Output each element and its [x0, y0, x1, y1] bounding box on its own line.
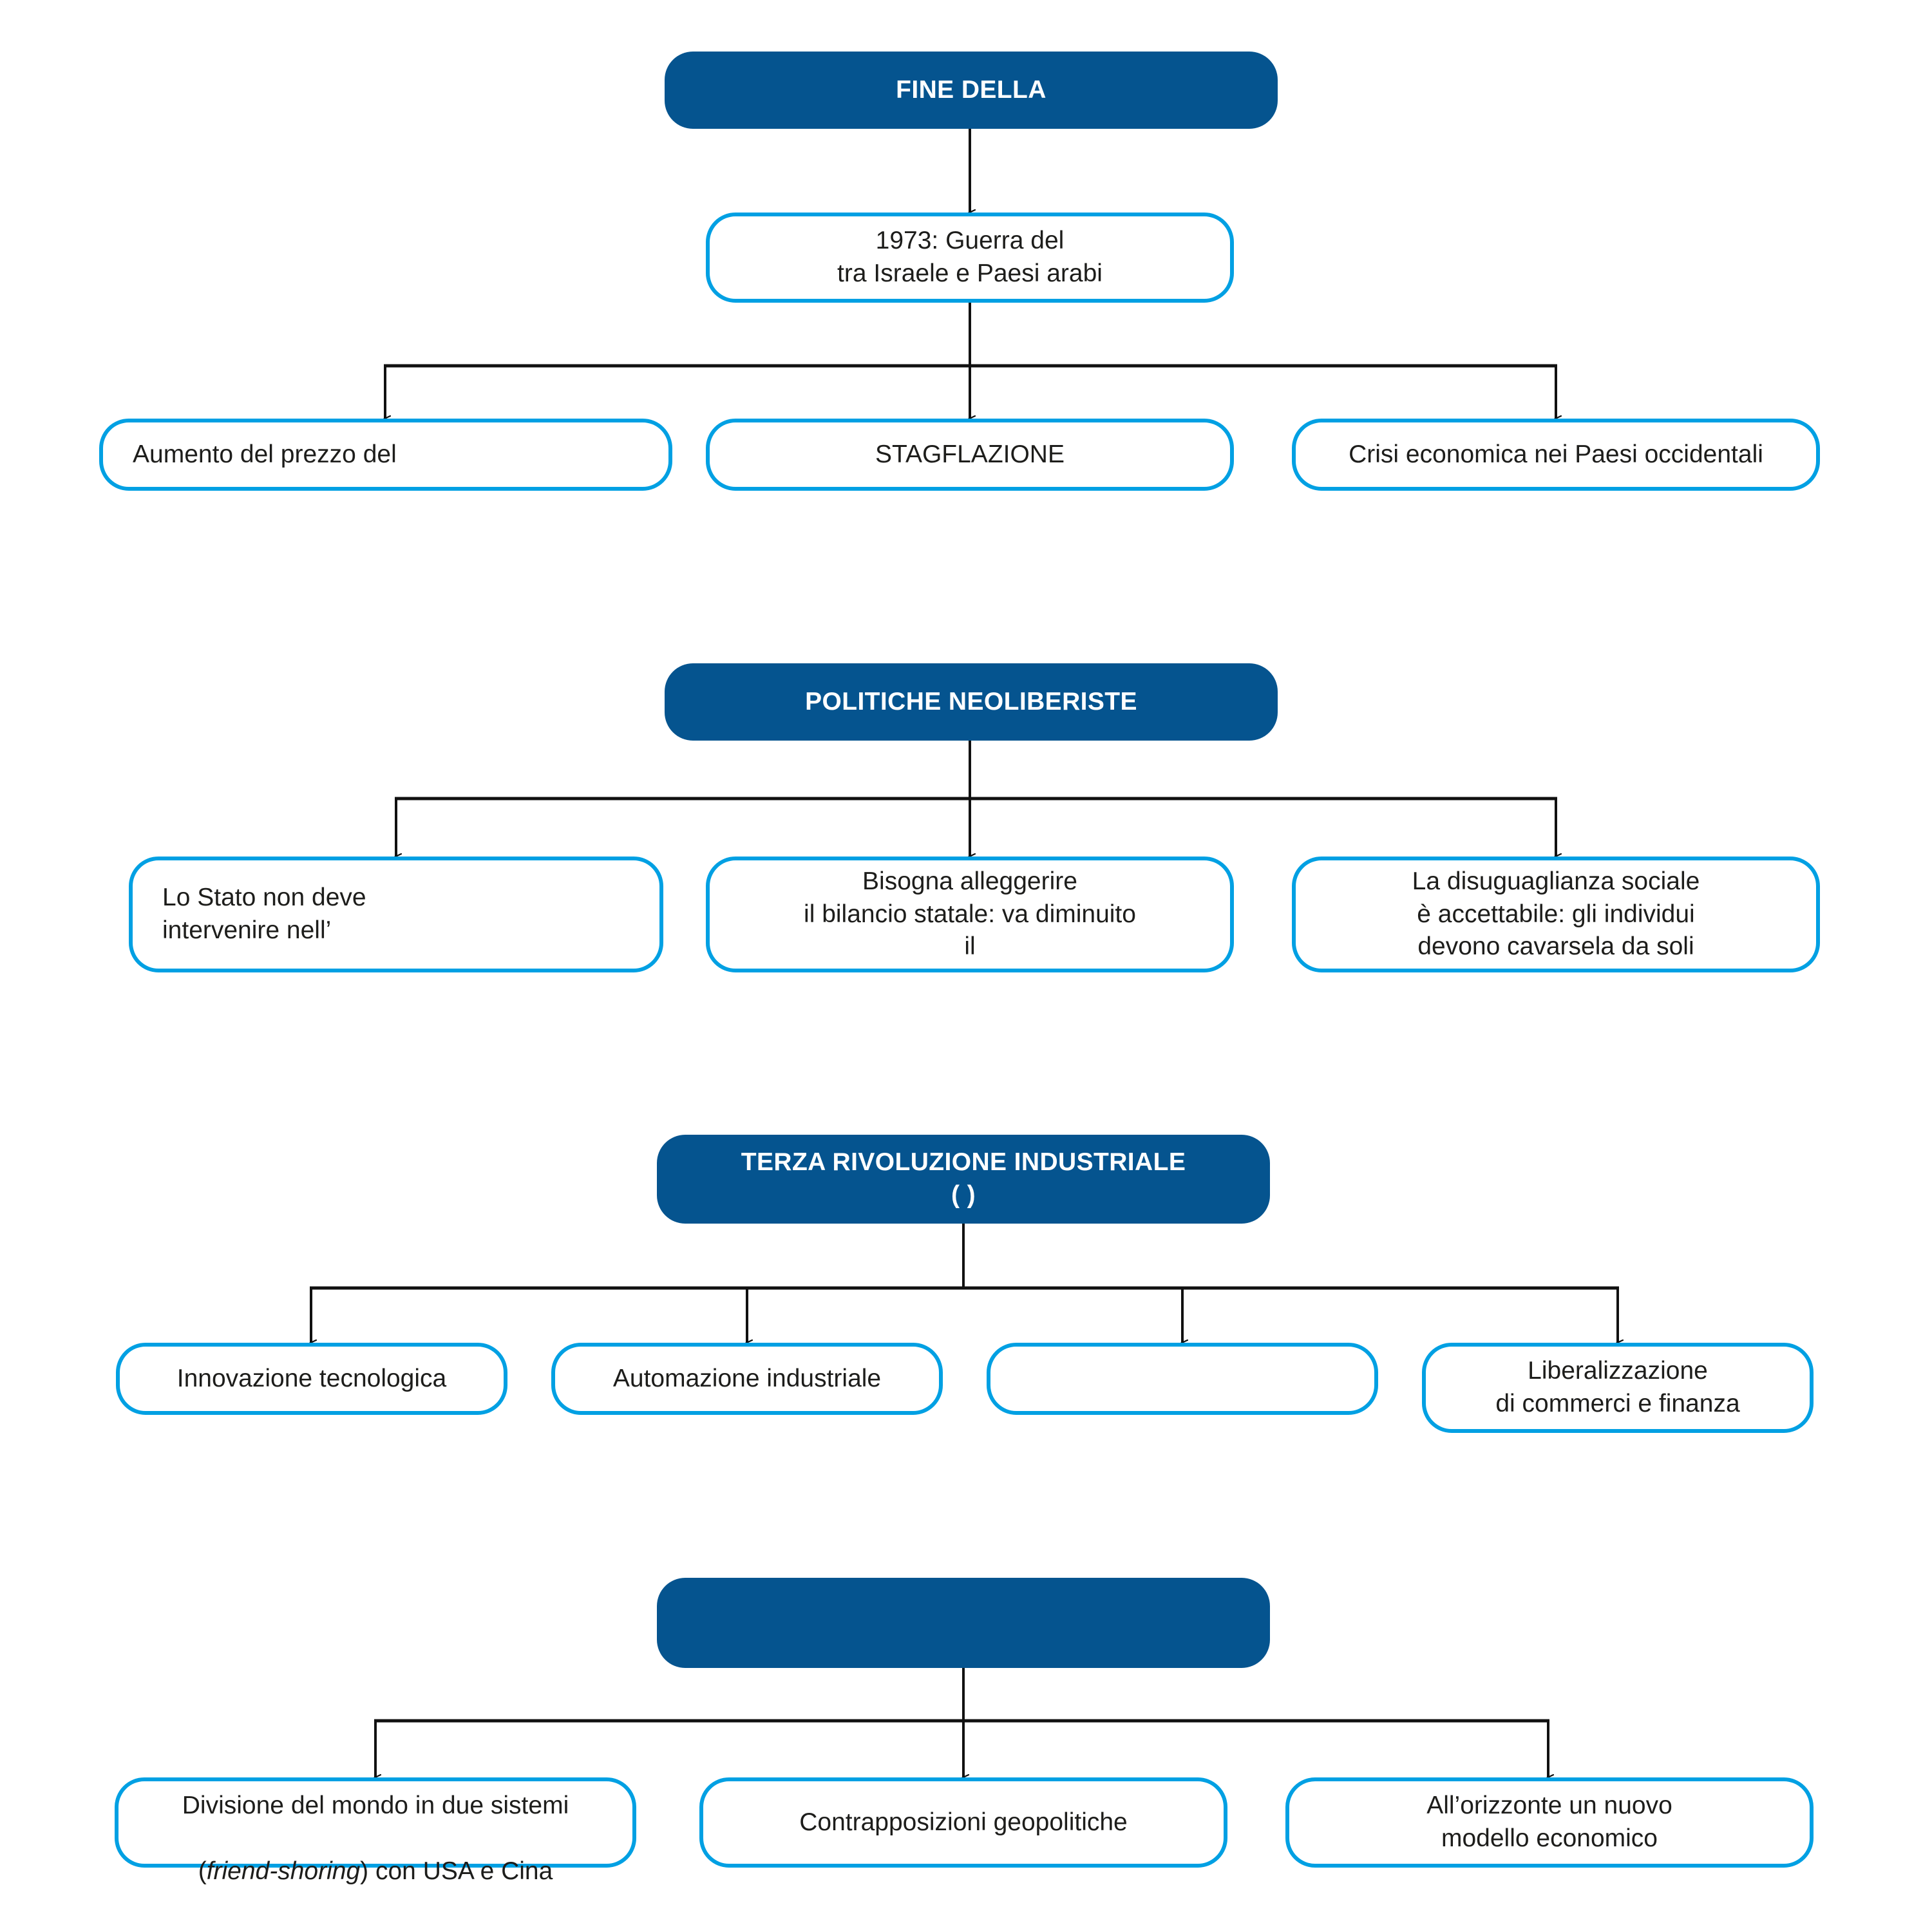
section-4-child-3[interactable]: All’orizzonte un nuovo modello economico	[1285, 1777, 1814, 1868]
section-1-intermediate-node[interactable]: 1973: Guerra del tra Israele e Paesi ara…	[706, 213, 1234, 303]
section-3-child-4-label: Liberalizzazione di commerci e finanza	[1495, 1357, 1740, 1417]
section-2-header[interactable]: POLITICHE NEOLIBERISTE	[665, 663, 1278, 741]
section-1-child-1-label: Aumento del prezzo del	[133, 440, 397, 468]
section-1-child-3-label: Crisi economica nei Paesi occidentali	[1349, 440, 1763, 468]
section-1-child-2-label: STAGFLAZIONE	[875, 440, 1065, 468]
section-4-header[interactable]	[657, 1578, 1270, 1668]
section-3-child-2-label: Automazione industriale	[612, 1364, 882, 1392]
section-1-intermediate-label: 1973: Guerra del tra Israele e Paesi ara…	[837, 227, 1103, 287]
section-1-header-label: FINE DELLA	[896, 75, 1046, 104]
section-4-child-1-line2-post: ) con USA e Cina	[360, 1857, 553, 1885]
section-1-child-1[interactable]: Aumento del prezzo del	[99, 419, 672, 491]
section-2-child-2-label: Bisogna alleggerire il bilancio statale:…	[804, 867, 1136, 961]
section-4-child-3-label: All’orizzonte un nuovo modello economico	[1426, 1792, 1672, 1852]
section-4-child-2-label: Contrapposizioni geopolitiche	[799, 1808, 1128, 1836]
section-2-child-2[interactable]: Bisogna alleggerire il bilancio statale:…	[706, 857, 1234, 972]
section-3-header[interactable]: TERZA RIVOLUZIONE INDUSTRIALE ( )	[657, 1135, 1270, 1224]
section-1-child-3[interactable]: Crisi economica nei Paesi occidentali	[1292, 419, 1820, 491]
section-3-child-1-label: Innovazione tecnologica	[176, 1364, 447, 1392]
section-3-child-1[interactable]: Innovazione tecnologica	[116, 1343, 507, 1415]
section-4-child-1-line2-pre: (	[198, 1857, 207, 1885]
section-1-header[interactable]: FINE DELLA	[665, 52, 1278, 129]
section-2-header-label: POLITICHE NEOLIBERISTE	[805, 687, 1137, 715]
section-3-header-label: TERZA RIVOLUZIONE INDUSTRIALE ( )	[741, 1148, 1186, 1209]
section-3-child-4[interactable]: Liberalizzazione di commerci e finanza	[1422, 1343, 1814, 1433]
section-4-child-2[interactable]: Contrapposizioni geopolitiche	[699, 1777, 1227, 1868]
section-2-child-3-label: La disuguaglianza sociale è accettabile:…	[1412, 867, 1700, 961]
section-2-child-3[interactable]: La disuguaglianza sociale è accettabile:…	[1292, 857, 1820, 972]
section-4-child-1-line-1: Divisione del mondo in due sistemi	[182, 1792, 569, 1820]
section-4-child-1-line2-italic: friend-shoring	[206, 1857, 361, 1885]
section-3-child-2[interactable]: Automazione industriale	[551, 1343, 943, 1415]
section-2-child-1[interactable]: Lo Stato non deve intervenire nell’	[129, 857, 663, 972]
section-2-child-1-label: Lo Stato non deve intervenire nell’	[162, 884, 366, 944]
section-4-child-1-label: Divisione del mondo in due sistemi (frie…	[118, 1757, 632, 1888]
section-4-child-1[interactable]: Divisione del mondo in due sistemi (frie…	[115, 1777, 636, 1885]
section-1-child-2[interactable]: STAGFLAZIONE	[706, 419, 1234, 491]
section-3-child-3[interactable]	[987, 1343, 1378, 1415]
